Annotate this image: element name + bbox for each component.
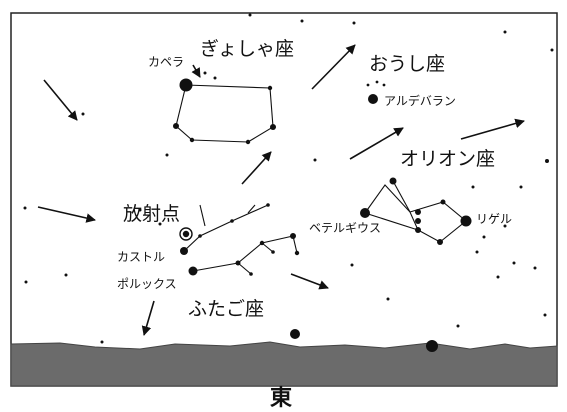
direction-label: 東 — [270, 386, 293, 411]
label-aldebaran: アルデバラン — [384, 94, 456, 108]
chart-frame — [10, 12, 558, 387]
label-gemini: ふたご座 — [188, 298, 265, 320]
label-rigel: リゲル — [476, 212, 513, 226]
horizon-ground — [10, 341, 558, 387]
label-castor: カストル — [117, 250, 166, 264]
label-capella: カペラ — [148, 55, 185, 69]
label-pollux: ポルックス — [117, 277, 177, 291]
meteor-trails — [37, 44, 525, 336]
label-taurus: おうし座 — [369, 53, 446, 75]
label-radiant: 放射点 — [123, 203, 181, 225]
label-auriga: ぎょしゃ座 — [200, 38, 295, 60]
stars — [23, 13, 554, 352]
label-orion: オリオン座 — [400, 148, 496, 170]
radiant-icon — [179, 227, 193, 241]
label-betelgeuse: ベテルギウス — [309, 221, 382, 235]
